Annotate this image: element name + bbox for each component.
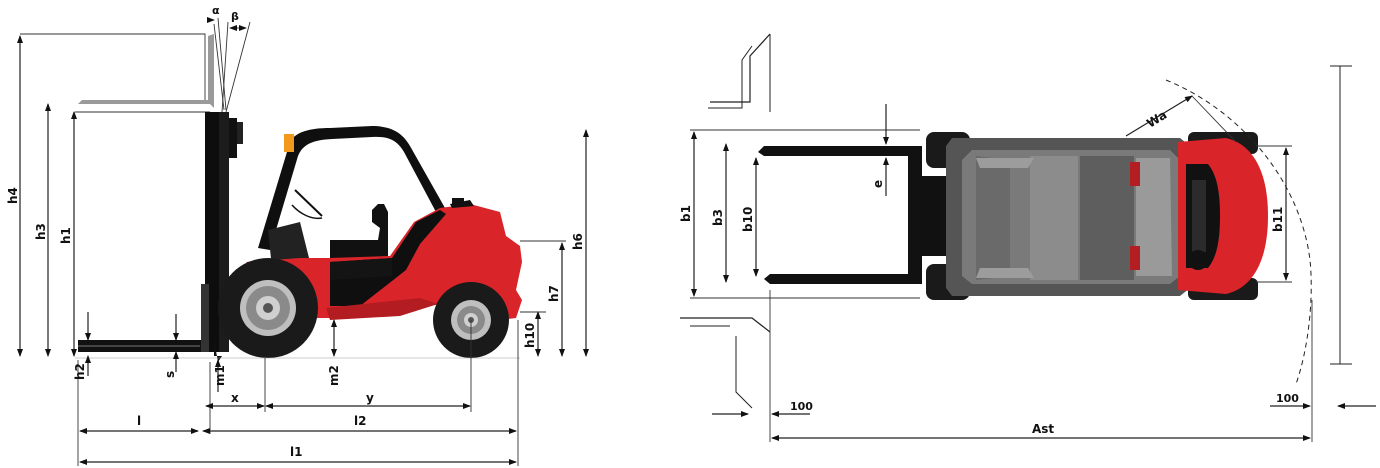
label-x: x: [231, 391, 239, 405]
aisle-walls: [680, 33, 1352, 409]
turning-arc: [1165, 79, 1312, 385]
side-horizontal-dimensions: [77, 320, 519, 466]
top-horizontal-dimensions: [712, 290, 1376, 442]
label-m2: m2: [327, 365, 341, 386]
label-clearance-right: 100: [1276, 392, 1299, 405]
label-h3: h3: [34, 223, 48, 240]
label-alpha: α: [212, 4, 220, 17]
label-h4: h4: [6, 187, 20, 204]
wa-dimension: [1125, 95, 1193, 137]
label-b1: b1: [679, 205, 693, 222]
top-vertical-dimensions: [691, 104, 1292, 297]
raised-load: [20, 33, 214, 108]
beacon-light: [284, 134, 294, 152]
label-clearance-left: 100: [790, 400, 813, 413]
forks: [758, 146, 922, 284]
label-l2: l2: [354, 414, 366, 428]
load-outline: [690, 129, 920, 299]
label-ast: Ast: [1032, 422, 1054, 436]
front-wheel: [218, 258, 318, 358]
label-l1: l1: [290, 445, 302, 459]
top-chassis: [946, 138, 1190, 296]
mast: [201, 112, 243, 362]
label-e: e: [871, 180, 885, 188]
label-b11: b11: [1271, 207, 1285, 232]
side-vertical-dimensions: [17, 35, 589, 392]
label-b3: b3: [711, 209, 725, 226]
side-view: α β h4 h3 h1 h6 h7 h10 h2 s m1 m2 x y l …: [6, 4, 589, 466]
top-view: b1 b3 b10 b11 e Wa 100 100 Ast: [679, 33, 1376, 442]
tilt-angle-lines: [207, 17, 251, 113]
label-h2: h2: [73, 363, 87, 380]
label-s: s: [163, 371, 177, 378]
label-b10: b10: [741, 207, 755, 232]
cab: [258, 126, 445, 268]
counterweight: [1178, 138, 1268, 294]
label-h1: h1: [59, 227, 73, 244]
label-h7: h7: [547, 285, 561, 302]
label-beta: β: [231, 10, 239, 23]
label-wa: Wa: [1144, 108, 1169, 131]
label-m1: m1: [213, 365, 227, 386]
label-l: l: [137, 414, 141, 428]
label-h6: h6: [571, 233, 585, 250]
label-y: y: [366, 391, 374, 405]
label-h10: h10: [523, 323, 537, 348]
